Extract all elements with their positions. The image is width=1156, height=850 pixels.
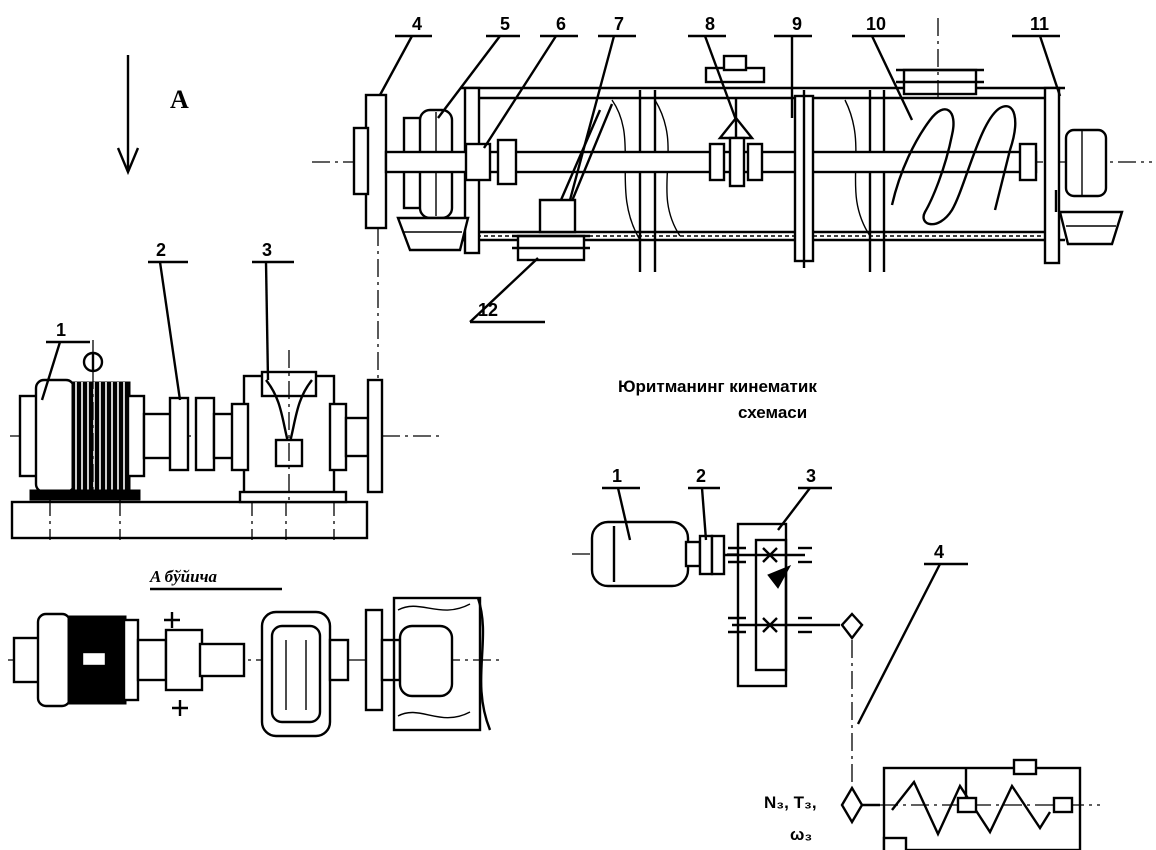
view-a-title: A бўйича — [149, 567, 218, 586]
kinematic-scheme: Юритманинг кинематик схемаси — [572, 377, 1100, 850]
kin-mixer — [882, 766, 1082, 850]
svg-text:11: 11 — [1030, 14, 1049, 34]
svg-text:10: 10 — [866, 14, 886, 34]
svg-text:1: 1 — [56, 320, 66, 340]
view-a-motor — [67, 615, 127, 705]
svg-text:4: 4 — [412, 14, 422, 34]
base-frame — [10, 500, 369, 540]
view-a-plan: A бўйича — [8, 567, 500, 738]
svg-text:3: 3 — [806, 466, 816, 486]
kin-sprocket-lower — [840, 785, 864, 825]
svg-text:8: 8 — [705, 14, 715, 34]
svg-text:2: 2 — [156, 240, 166, 260]
svg-text:6: 6 — [556, 14, 566, 34]
svg-text:7: 7 — [614, 14, 624, 34]
coupling-2 — [168, 396, 190, 472]
drive-side-elevation: 1 2 3 — [10, 240, 440, 540]
seal-6 — [464, 142, 492, 182]
helical-ribbon — [890, 105, 1017, 226]
top-callouts: 4 5 6 7 8 9 10 11 12 — [378, 14, 1062, 324]
output-params-line1: N₃, T₃, — [764, 793, 817, 812]
kin-motor — [590, 520, 690, 588]
view-arrow-label: A — [170, 85, 189, 114]
svg-text:9: 9 — [792, 14, 802, 34]
svg-text:4: 4 — [934, 542, 944, 562]
svg-text:2: 2 — [696, 466, 706, 486]
kin-coupling — [684, 540, 702, 568]
svg-text:3: 3 — [262, 240, 272, 260]
svg-text:12: 12 — [478, 300, 498, 320]
output-params-line2: ω₃ — [790, 825, 812, 844]
kin-sprocket-upper — [840, 612, 864, 640]
kinematic-title-line1: Юритманинг кинематик — [618, 377, 817, 396]
bearing-11 — [1064, 128, 1108, 198]
kinematic-title-line2: схемаси — [738, 403, 807, 422]
svg-text:1: 1 — [612, 466, 622, 486]
kin-callouts: 1 2 3 4 — [602, 466, 968, 725]
motor-fins — [71, 381, 131, 491]
mixer-section-view: 4 5 6 7 8 9 10 11 12 — [312, 14, 1152, 380]
view-arrow-a: A — [116, 55, 189, 176]
svg-text:5: 5 — [500, 14, 510, 34]
side-callouts: 1 2 3 — [40, 240, 294, 401]
